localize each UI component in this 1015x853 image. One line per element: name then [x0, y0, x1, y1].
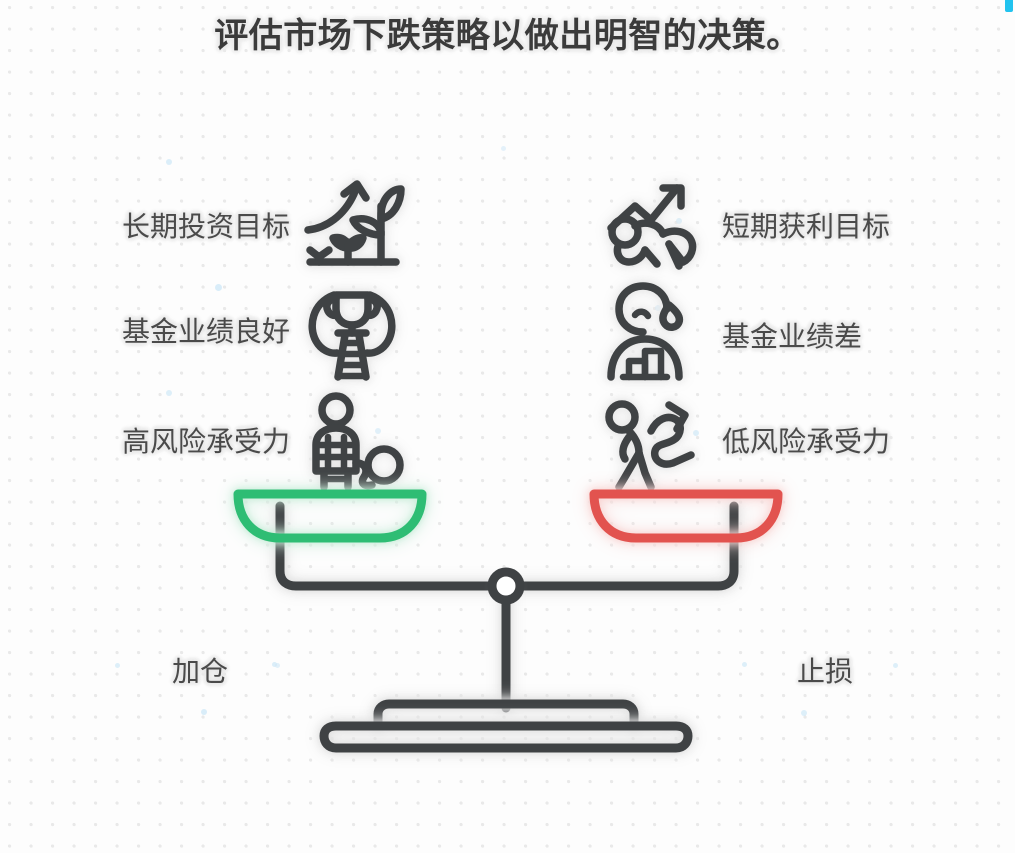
speckle: [801, 710, 807, 716]
speckle: [501, 146, 506, 151]
worried-person-chart-icon: [605, 282, 709, 381]
runner-uptrend-icon: [605, 178, 709, 274]
left-criterion-label-2: 基金业绩良好: [121, 316, 290, 347]
person-weight-icon: [300, 392, 404, 491]
left-criterion-label-3: 高风险承受力: [121, 426, 290, 457]
page-title: 评估市场下跌策略以做出明智的决策。: [214, 17, 801, 55]
speckle: [201, 709, 207, 715]
speckle: [215, 284, 222, 291]
right-criterion-label-3: 低风险承受力: [722, 426, 891, 457]
right-criterion-label-2: 基金业绩差: [722, 321, 863, 352]
left-verdict-label: 加仓: [171, 656, 228, 687]
speckle: [166, 390, 172, 396]
walking-person-downtrend-icon: [605, 393, 709, 491]
right-criterion-label-1: 短期获利目标: [722, 211, 891, 242]
left-criterion-label-1: 长期投资目标: [121, 211, 290, 242]
corner-accent-mark: [1005, 0, 1013, 12]
trophy-ladder-icon: [300, 283, 404, 381]
speckle: [166, 159, 172, 165]
right-verdict-label: 止损: [796, 656, 853, 687]
balance-scale: [233, 486, 783, 756]
plant-growth-icon: [300, 178, 405, 274]
